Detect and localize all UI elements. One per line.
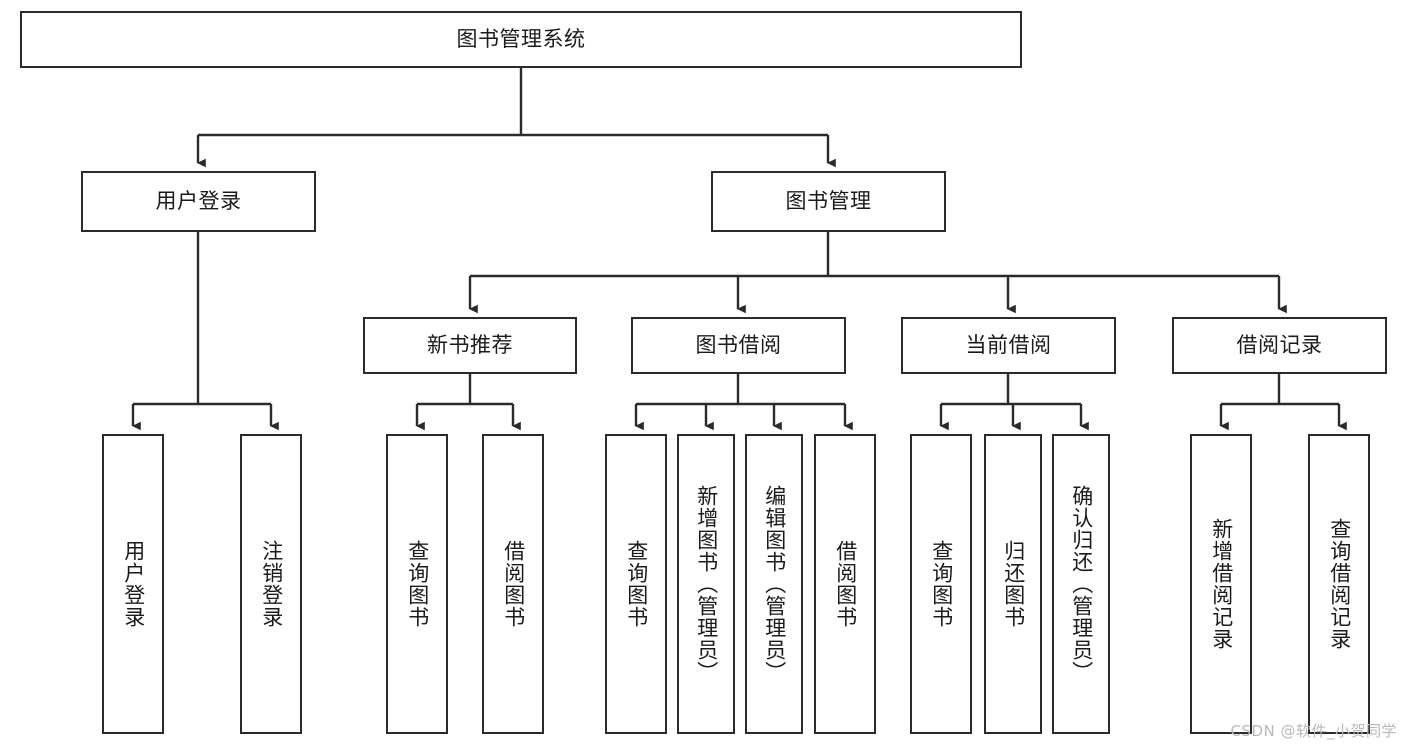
node-leaf-query-book-borrow[interactable]: 查询图书 [605, 434, 667, 734]
node-leaf-edit-book-admin[interactable]: 编辑图书（管理员） [745, 434, 803, 734]
node-leaf-user-login[interactable]: 用户登录 [102, 434, 164, 734]
node-book-manage[interactable]: 图书管理 [711, 171, 946, 232]
node-leaf-user-logout[interactable]: 注销登录 [240, 434, 302, 734]
node-label: 新书推荐 [427, 333, 513, 358]
node-leaf-confirm-return-admin[interactable]: 确认归还（管理员） [1052, 434, 1110, 734]
node-borrow-record[interactable]: 借阅记录 [1172, 317, 1387, 374]
node-label: 用户登录 [121, 540, 146, 628]
node-user-login[interactable]: 用户登录 [81, 171, 316, 232]
node-label: 图书借阅 [695, 333, 782, 358]
node-book-management-system[interactable]: 图书管理系统 [20, 11, 1022, 68]
node-label: 查询图书 [624, 540, 649, 628]
node-label: 归还图书 [1001, 540, 1026, 628]
csdn-watermark: CSDN @软件_小贺同学 [1230, 722, 1397, 740]
node-label: 借阅图书 [833, 540, 858, 628]
node-label: 图书管理 [785, 189, 872, 214]
node-label: 当前借阅 [965, 333, 1052, 358]
node-label: 查询借阅记录 [1327, 518, 1352, 650]
node-label: 新增图书（管理员） [694, 485, 719, 683]
node-leaf-query-book-current[interactable]: 查询图书 [910, 434, 972, 734]
node-leaf-add-borrow-record[interactable]: 新增借阅记录 [1190, 434, 1252, 734]
node-label: 确认归还（管理员） [1069, 485, 1094, 683]
node-new-book-recommend[interactable]: 新书推荐 [363, 317, 577, 374]
node-label: 编辑图书（管理员） [762, 485, 787, 683]
node-leaf-add-book-admin[interactable]: 新增图书（管理员） [677, 434, 735, 734]
node-label: 借阅记录 [1236, 333, 1323, 358]
node-book-borrow[interactable]: 图书借阅 [631, 317, 846, 374]
node-label: 新增借阅记录 [1209, 518, 1234, 650]
node-leaf-borrow-book[interactable]: 借阅图书 [814, 434, 876, 734]
node-leaf-query-borrow-record[interactable]: 查询借阅记录 [1308, 434, 1370, 734]
node-leaf-return-book[interactable]: 归还图书 [984, 434, 1042, 734]
node-leaf-query-book-recommend[interactable]: 查询图书 [386, 434, 448, 734]
node-label: 用户登录 [155, 189, 242, 214]
node-current-borrow[interactable]: 当前借阅 [901, 317, 1116, 374]
node-label: 查询图书 [929, 540, 954, 628]
node-label: 图书管理系统 [456, 27, 586, 52]
node-label: 借阅图书 [501, 540, 526, 628]
node-leaf-borrow-book-recommend[interactable]: 借阅图书 [482, 434, 544, 734]
node-label: 查询图书 [405, 540, 430, 628]
node-label: 注销登录 [259, 540, 284, 628]
